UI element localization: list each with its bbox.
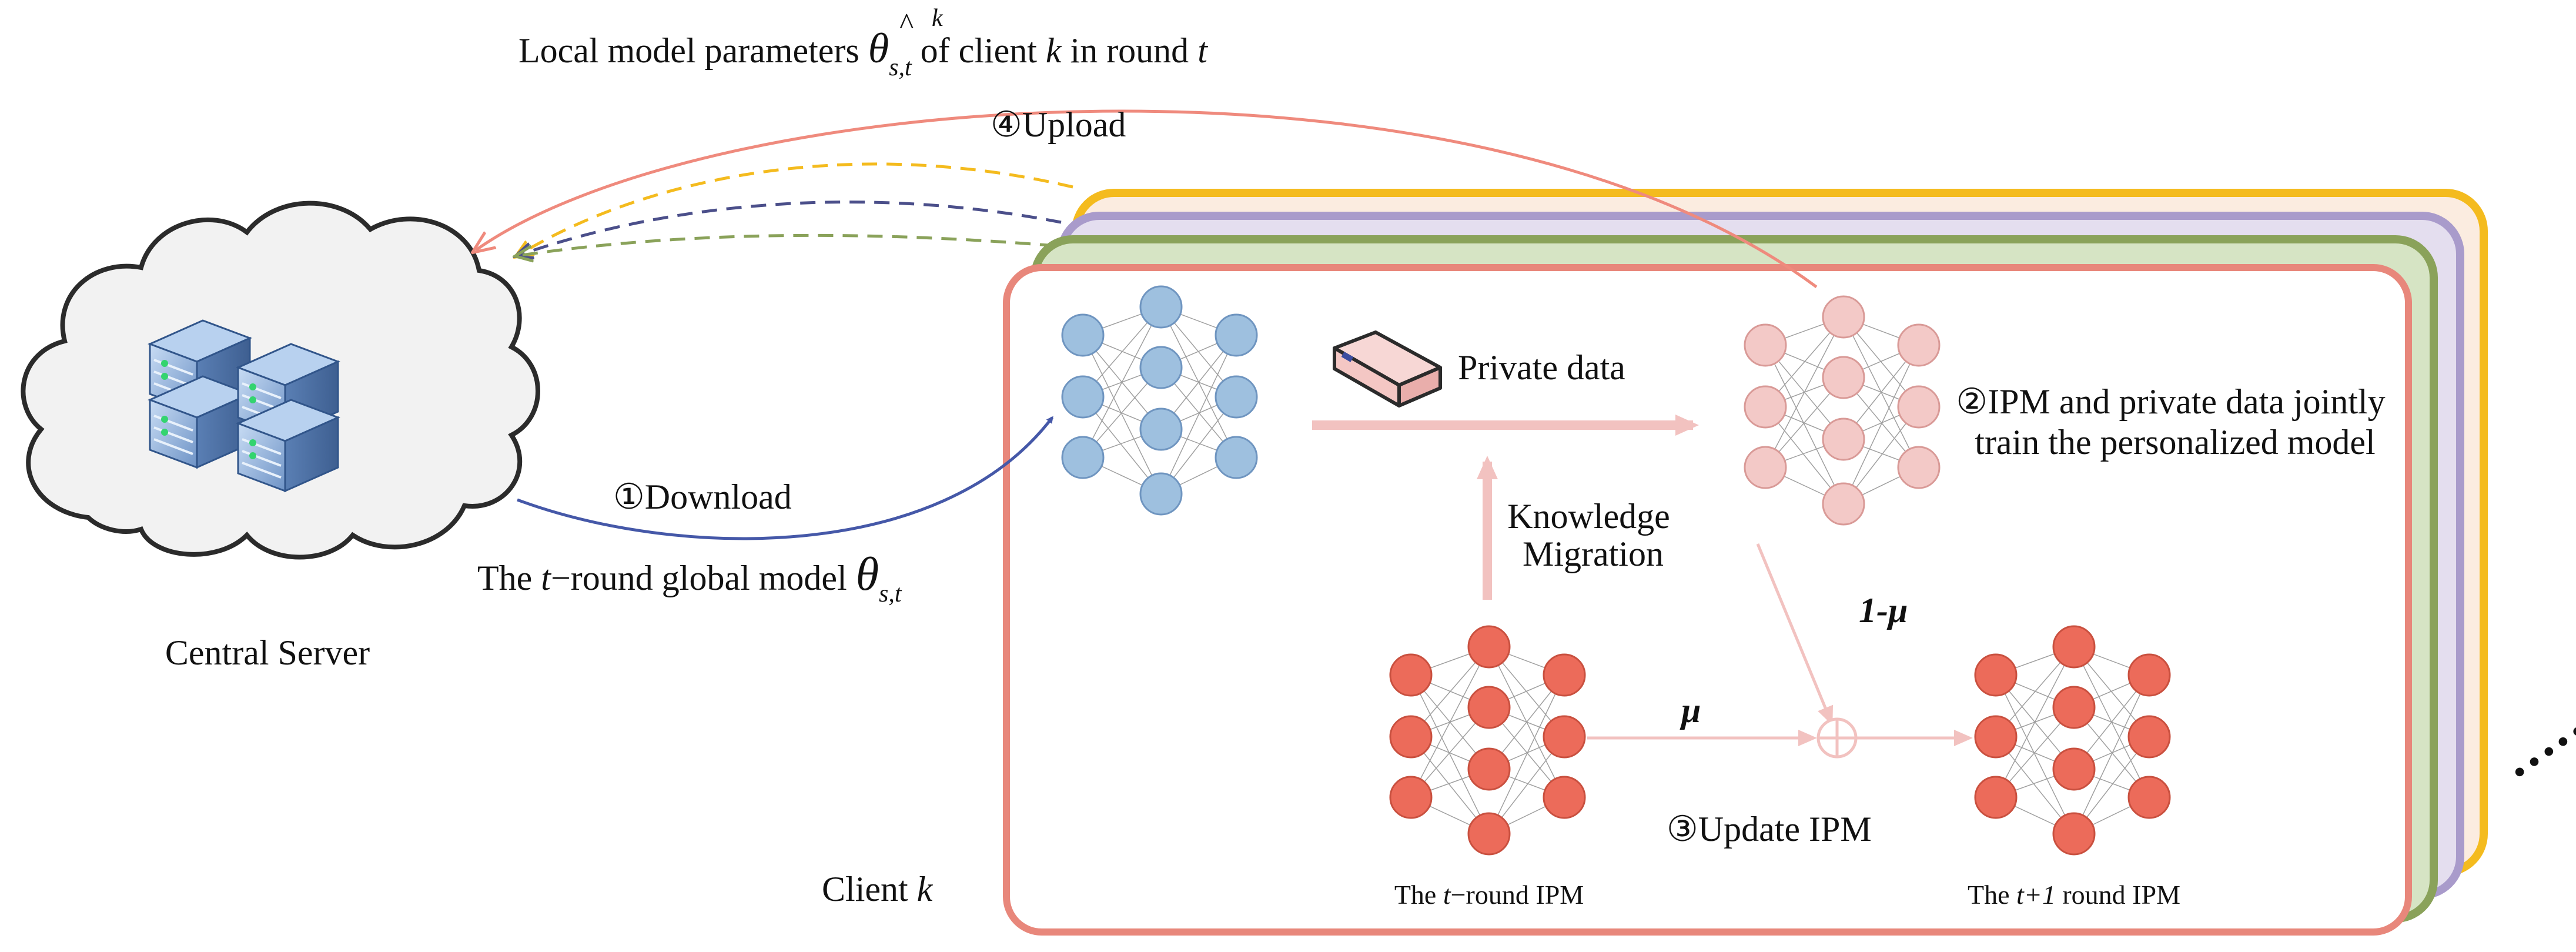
personalized-model-nodes [1744,295,1941,526]
train-label: ②IPM and private data jointly train the … [1956,382,2394,462]
upload-arrow-navy [517,201,1062,256]
private-data-device-icon [1333,330,1442,407]
ipm-t1-nodes [1974,625,2171,856]
more-clients-ellipsis: …… [2488,681,2576,789]
aggregation-plus-icon [1816,717,1858,759]
ipm-t-nodes [1389,625,1586,856]
client-k-label: Client k [822,870,934,908]
update-ipm-label: ③Update IPM [1667,810,1872,849]
one-minus-mu-label: 1-μ [1859,591,1908,630]
top-annotation: Local model parameters θs,t of client k … [518,25,1208,81]
knowledge-migration-label: Knowledge Migration [1507,497,1679,573]
ipm-t-label: The t−round IPM [1394,880,1584,910]
private-data-label: Private data [1458,348,1625,387]
download-arrow [517,416,1053,540]
global-model-nodes [1061,285,1258,516]
upload-arrow-olive [517,233,1056,256]
theta-superscript-k: k [932,5,944,32]
server-icon [148,319,339,492]
theta-hat-mark: ^ [899,8,914,41]
upload-arrow [476,109,1818,289]
central-server-label: Central Server [165,633,370,672]
ipm-t1-label: The t+1 round IPM [1968,880,2180,910]
global-model-label: The t−round global model θs,t [477,549,902,607]
upload-arrow-yellow [517,162,1073,256]
one-minus-mu-arrow [1756,543,1834,726]
upload-label: ④Upload [991,105,1126,144]
mu-label: μ [1680,691,1701,730]
download-label: ①Download [613,477,792,516]
